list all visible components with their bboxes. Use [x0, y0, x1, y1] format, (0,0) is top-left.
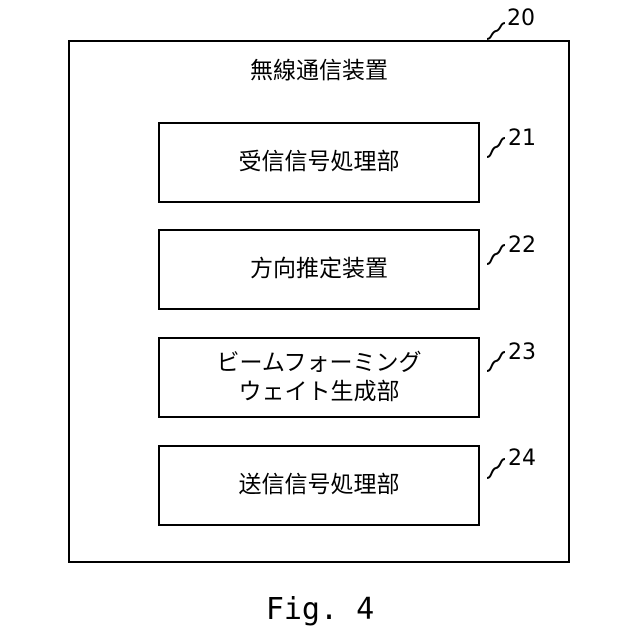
ref-leader-23	[484, 348, 508, 374]
ref-leader-22	[484, 241, 508, 267]
device-title: 無線通信装置	[68, 56, 570, 86]
ref-number-23: 23	[508, 340, 536, 366]
figure-label: Fig. 4	[0, 592, 640, 628]
ref-leader-21	[484, 134, 508, 160]
block-label: 受信信号処理部	[239, 148, 400, 177]
beamforming-weight-generation-block: ビームフォーミング ウェイト生成部	[158, 337, 480, 418]
block-label-line-1: ビームフォーミング	[217, 349, 422, 378]
receive-signal-processing-block: 受信信号処理部	[158, 122, 480, 203]
ref-number-20: 20	[507, 6, 535, 32]
ref-number-24: 24	[508, 446, 536, 472]
ref-number-22: 22	[508, 233, 536, 259]
block-label-line-2: ウェイト生成部	[239, 378, 400, 407]
block-label: 送信信号処理部	[239, 471, 400, 500]
direction-estimation-block: 方向推定装置	[158, 229, 480, 310]
transmit-signal-processing-block: 送信信号処理部	[158, 445, 480, 526]
block-label: 方向推定装置	[250, 255, 388, 284]
ref-leader-24	[484, 455, 508, 481]
ref-leader-20	[484, 20, 508, 42]
ref-number-21: 21	[508, 126, 536, 152]
